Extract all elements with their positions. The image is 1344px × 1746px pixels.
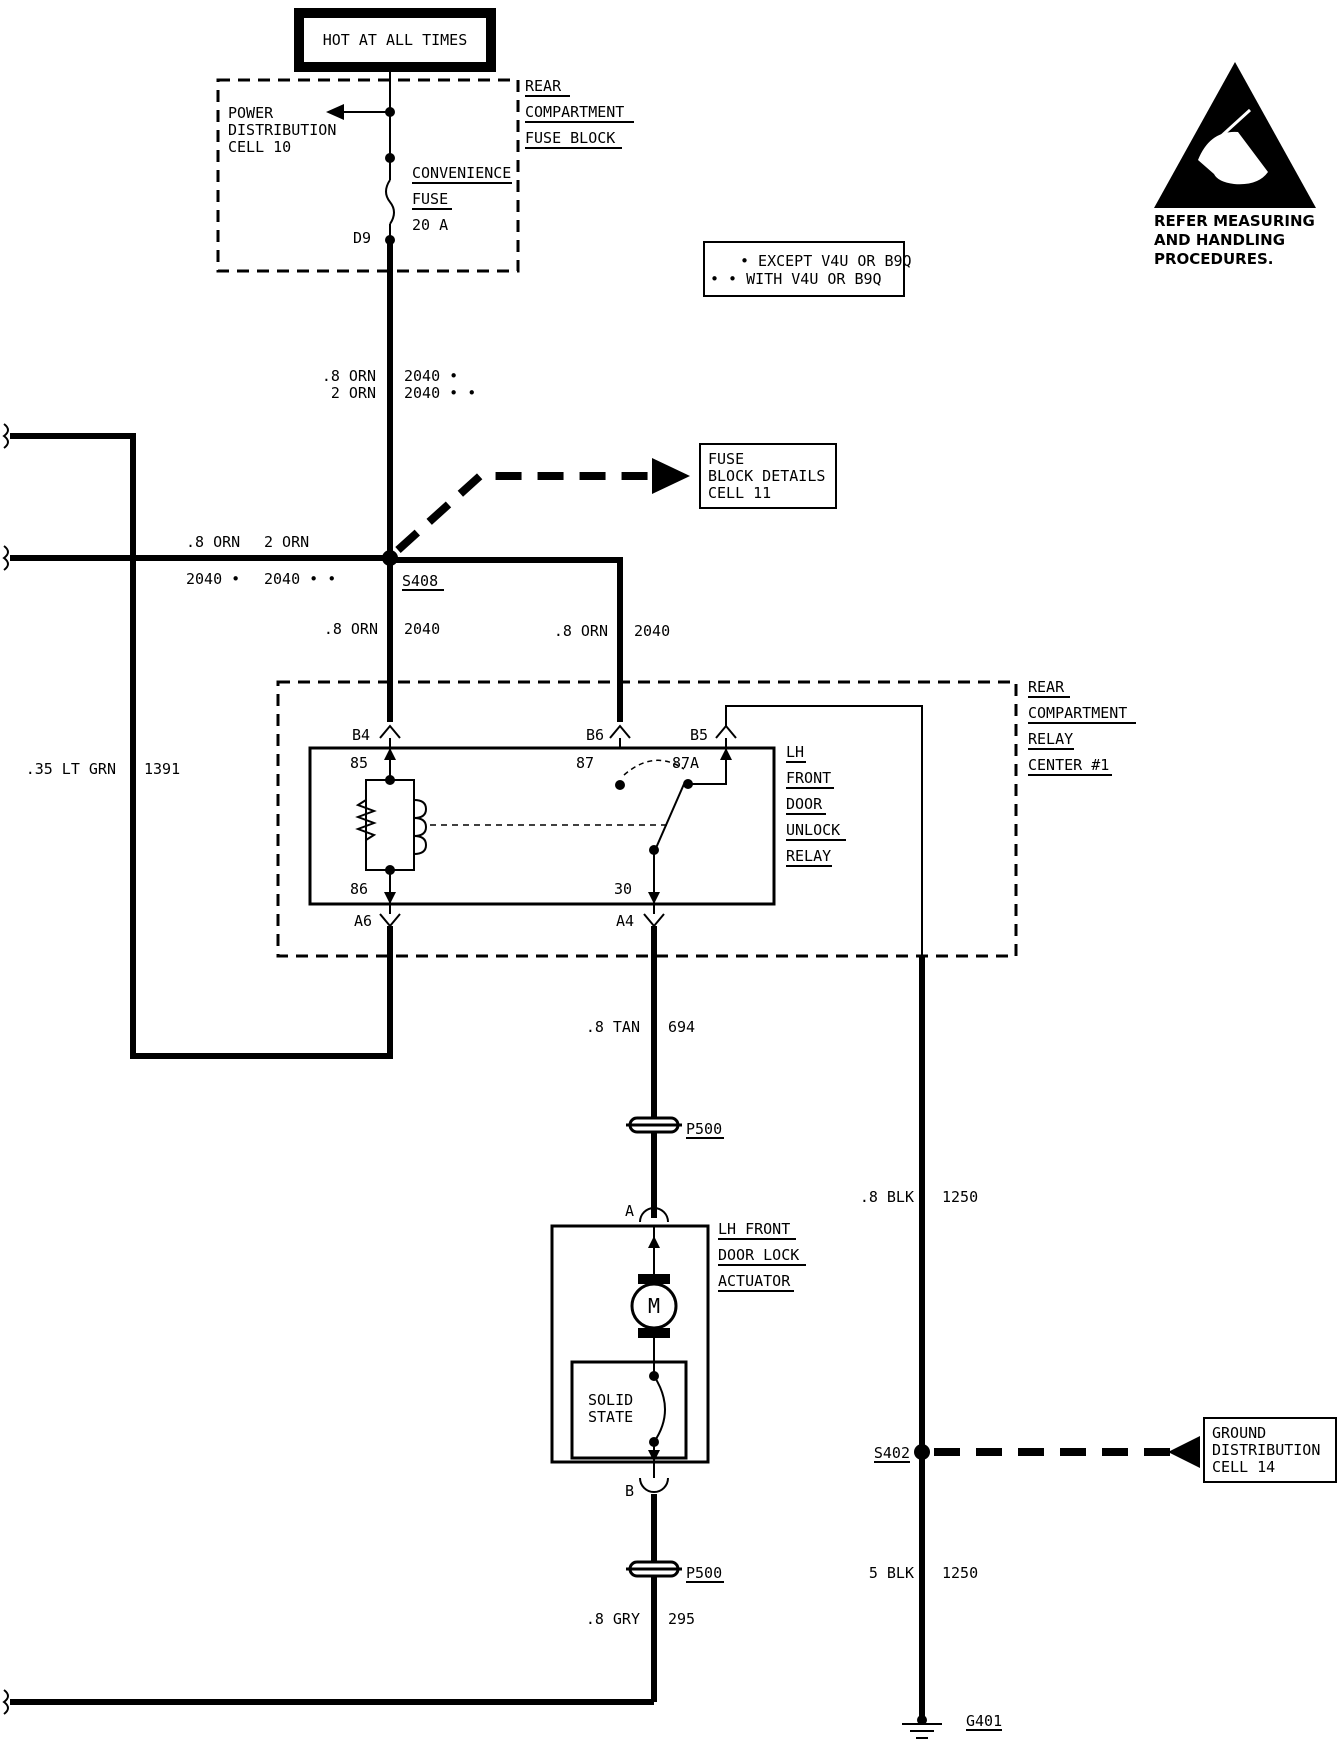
pin-87a: 87A [672, 754, 699, 772]
splice-s408-label: S408 [402, 572, 438, 590]
splice-s402 [914, 1444, 930, 1460]
actuator-title-3: ACTUATOR [718, 1272, 791, 1290]
wire-2040-b6 [390, 557, 623, 722]
pin-85: 85 [350, 754, 368, 772]
wire-label-top-circuit-1: 2040 • [404, 367, 458, 385]
fuse-rating: 20 A [412, 216, 448, 234]
wire-label-blk1-gauge: .8 BLK [860, 1188, 914, 1206]
wire-label-gry-gauge: .8 GRY [586, 1610, 640, 1628]
actuator-title-2: DOOR LOCK [718, 1246, 799, 1264]
ground-distribution-3: CELL 14 [1212, 1458, 1275, 1476]
reference-line-fuse-details [395, 472, 650, 553]
wire-label-b6-circuit: 2040 [634, 622, 670, 640]
arrow-left-icon [326, 104, 344, 120]
ground-distribution-1: GROUND [1212, 1424, 1266, 1442]
pin-30: 30 [614, 880, 632, 898]
pin-87: 87 [576, 754, 594, 772]
legend-line-1: • EXCEPT V4U OR B9Q [740, 252, 912, 270]
solid-state-1: SOLID [588, 1391, 633, 1409]
arrow-right-icon [652, 458, 690, 494]
terminal-a4: A4 [616, 912, 634, 930]
fuse-name-1: CONVENIENCE [412, 164, 511, 182]
connector-p500-lower: P500 [626, 1560, 724, 1583]
relay-name-3: DOOR [786, 795, 823, 813]
power-distribution-2: DISTRIBUTION [228, 121, 336, 139]
legend-box: • EXCEPT V4U OR B9Q • • WITH V4U OR B9Q [703, 241, 912, 297]
wire-label-b4-gauge: .8 ORN [324, 620, 378, 638]
hot-at-all-times-box: HOT AT ALL TIMES [294, 8, 496, 72]
wire-label-top-gauge-2: 2 ORN [331, 384, 376, 402]
terminal-a6: A6 [354, 912, 372, 930]
wire-label-b6-gauge: .8 ORN [554, 622, 608, 640]
actuator-title-1: LH FRONT [718, 1220, 790, 1238]
relay-name-1: LH [786, 743, 804, 761]
relay-name-2: FRONT [786, 769, 831, 787]
wire-label-blk2-gauge: 5 BLK [869, 1564, 914, 1582]
fuse-details-1: FUSE [708, 450, 744, 468]
wire-label-ltgrn-circuit: 1391 [144, 760, 180, 778]
wire-label-top-circuit-2: 2040 • • [404, 384, 476, 402]
relay-name-4: UNLOCK [786, 821, 840, 839]
wire-label-tan-gauge: .8 TAN [586, 1018, 640, 1036]
fuse-block-title-2: COMPARTMENT [525, 103, 624, 121]
wire-label-left-gauge-1: .8 ORN [186, 533, 240, 551]
relay-center-title-3: RELAY [1028, 730, 1073, 748]
ground-g401: G401 [902, 1712, 1002, 1739]
wire-label-ltgrn-gauge: .35 LT GRN [26, 760, 116, 778]
relay-center: REAR COMPARTMENT RELAY CENTER #1 LH FRON… [276, 678, 1136, 958]
fuse-name-2: FUSE [412, 190, 448, 208]
relay-name-5: RELAY [786, 847, 831, 865]
wire-label-blk1-circuit: 1250 [942, 1188, 978, 1206]
splice-s402-label: S402 [874, 1444, 910, 1462]
wire-label-tan-circuit: 694 [668, 1018, 695, 1036]
legend-line-2: • • WITH V4U OR B9Q [710, 270, 882, 288]
actuator-pin-b: B [625, 1482, 634, 1500]
fuse-details-2: BLOCK DETAILS [708, 467, 825, 485]
power-distribution-1: POWER [228, 104, 274, 122]
connector-p500-upper: P500 [626, 1116, 724, 1139]
terminal-d9: D9 [353, 229, 371, 247]
terminal-b6: B6 [586, 726, 604, 744]
esd-warning: REFER MEASURING AND HANDLING PROCEDURES. [1154, 62, 1316, 268]
arrow-left-icon [1168, 1436, 1200, 1468]
wire-label-left-gauge-2: 2 ORN [264, 533, 309, 551]
solid-state-2: STATE [588, 1408, 633, 1426]
pin-86: 86 [350, 880, 368, 898]
fuse-details-3: CELL 11 [708, 484, 771, 502]
esd-warning-2: AND HANDLING [1154, 231, 1285, 249]
fuse-details-box: FUSE BLOCK DETAILS CELL 11 [699, 443, 837, 509]
wire-label-left-circuit-2: 2040 • • [264, 570, 336, 588]
ground-distribution-2: DISTRIBUTION [1212, 1441, 1320, 1459]
terminal-b5: B5 [690, 726, 708, 744]
wire-label-blk2-circuit: 1250 [942, 1564, 978, 1582]
connector-p500-upper-label: P500 [686, 1120, 722, 1138]
relay-center-title-4: CENTER #1 [1028, 756, 1109, 774]
wire-label-left-circuit-1: 2040 • [186, 570, 240, 588]
fuse-block-title-1: REAR [525, 77, 562, 95]
wire-label-top-gauge-1: .8 ORN [322, 367, 376, 385]
door-lock-actuator: A LH FRONT DOOR LOCK ACTUATOR M SOLID ST… [550, 1202, 806, 1500]
relay-center-title-2: COMPARTMENT [1028, 704, 1127, 722]
actuator-pin-a: A [625, 1202, 634, 1220]
connector-p500-lower-label: P500 [686, 1564, 722, 1582]
fuse-block-title-3: FUSE BLOCK [525, 129, 615, 147]
relay-center-title-1: REAR [1028, 678, 1065, 696]
power-distribution-3: CELL 10 [228, 138, 291, 156]
motor-label: M [648, 1294, 660, 1318]
ground-distribution-box: GROUND DISTRIBUTION CELL 14 [1203, 1417, 1337, 1483]
wire-1391 [10, 433, 393, 1059]
fuse-block: REAR COMPARTMENT FUSE BLOCK POWER DISTRI… [216, 72, 634, 273]
ground-g401-label: G401 [966, 1712, 1002, 1730]
esd-warning-1: REFER MEASURING [1154, 212, 1315, 230]
wire-label-b4-circuit: 2040 [404, 620, 440, 638]
esd-warning-3: PROCEDURES. [1154, 250, 1273, 268]
hot-at-all-times-label: HOT AT ALL TIMES [323, 31, 468, 49]
wire-label-gry-circuit: 295 [668, 1610, 695, 1628]
terminal-b4: B4 [352, 726, 370, 744]
